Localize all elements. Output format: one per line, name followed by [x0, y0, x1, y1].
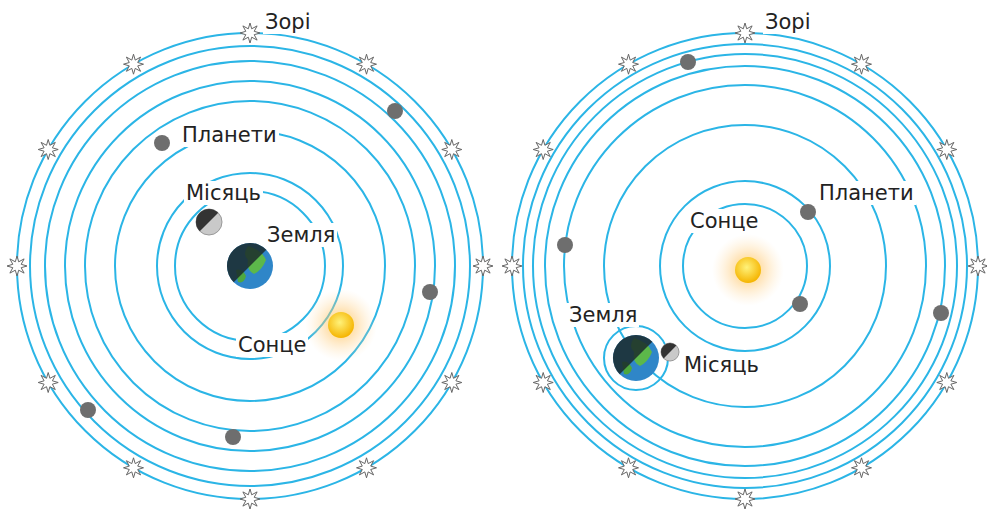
- moon-icon: [661, 343, 679, 361]
- moon-orbit: [604, 326, 668, 390]
- orbit: [512, 33, 978, 499]
- orbit: [683, 204, 807, 328]
- star-symbol: [735, 23, 755, 43]
- star-symbol: [852, 458, 872, 478]
- star-symbol: [968, 256, 987, 276]
- star-symbol: [38, 373, 58, 393]
- orbit: [523, 44, 967, 488]
- earth-label: Земля: [265, 223, 337, 247]
- sun-label: Сонце: [236, 333, 308, 357]
- star-symbol: [124, 458, 144, 478]
- moon-label: Місяць: [184, 181, 263, 205]
- planet-dot: [933, 305, 949, 321]
- orbit: [604, 125, 886, 407]
- planets-label: Планети: [180, 123, 279, 147]
- planet-dot: [557, 237, 573, 253]
- orbit: [115, 131, 385, 401]
- earth-label: Земля: [567, 303, 639, 327]
- star-symbol: [502, 256, 522, 276]
- star-symbol: [442, 373, 462, 393]
- orbit: [660, 181, 830, 351]
- sun-label: Сонце: [688, 209, 760, 233]
- stars-label: Зорі: [763, 10, 812, 34]
- star-symbol: [38, 140, 58, 160]
- star-symbol: [852, 54, 872, 74]
- planets-label: Планети: [817, 181, 916, 205]
- star-symbol: [619, 458, 639, 478]
- star-symbol: [240, 489, 260, 509]
- star-symbol: [473, 256, 493, 276]
- star-symbol: [7, 256, 27, 276]
- orbit: [45, 61, 455, 471]
- planet-dot: [154, 135, 170, 151]
- orbit: [30, 46, 470, 486]
- sun-icon: [305, 289, 377, 361]
- star-symbol: [442, 140, 462, 160]
- planet-dot: [680, 54, 696, 70]
- planet-dot: [225, 429, 241, 445]
- planet-dot: [792, 296, 808, 312]
- star-symbol: [619, 54, 639, 74]
- star-symbol: [357, 54, 377, 74]
- star-symbol: [533, 140, 553, 160]
- moon-icon: [196, 209, 222, 235]
- orbit: [85, 101, 415, 431]
- orbit: [564, 85, 926, 447]
- star-symbol: [240, 23, 260, 43]
- star-symbol: [937, 140, 957, 160]
- star-symbol: [357, 458, 377, 478]
- star-symbol: [124, 54, 144, 74]
- earth-icon: [613, 335, 659, 381]
- moon-label: Місяць: [682, 353, 761, 377]
- orbit: [533, 54, 957, 478]
- sun-icon: [712, 234, 784, 306]
- planet-dot: [422, 284, 438, 300]
- planet-dot: [387, 103, 403, 119]
- orbit: [545, 66, 945, 466]
- star-symbol: [735, 489, 755, 509]
- orbit: [17, 33, 483, 499]
- orbit: [175, 191, 325, 341]
- star-symbol: [937, 373, 957, 393]
- star-symbol: [533, 373, 553, 393]
- stars-label: Зорі: [263, 10, 312, 34]
- orbit: [65, 81, 435, 451]
- planet-dot: [80, 402, 96, 418]
- earth-icon: [227, 243, 273, 289]
- planet-dot: [800, 204, 816, 220]
